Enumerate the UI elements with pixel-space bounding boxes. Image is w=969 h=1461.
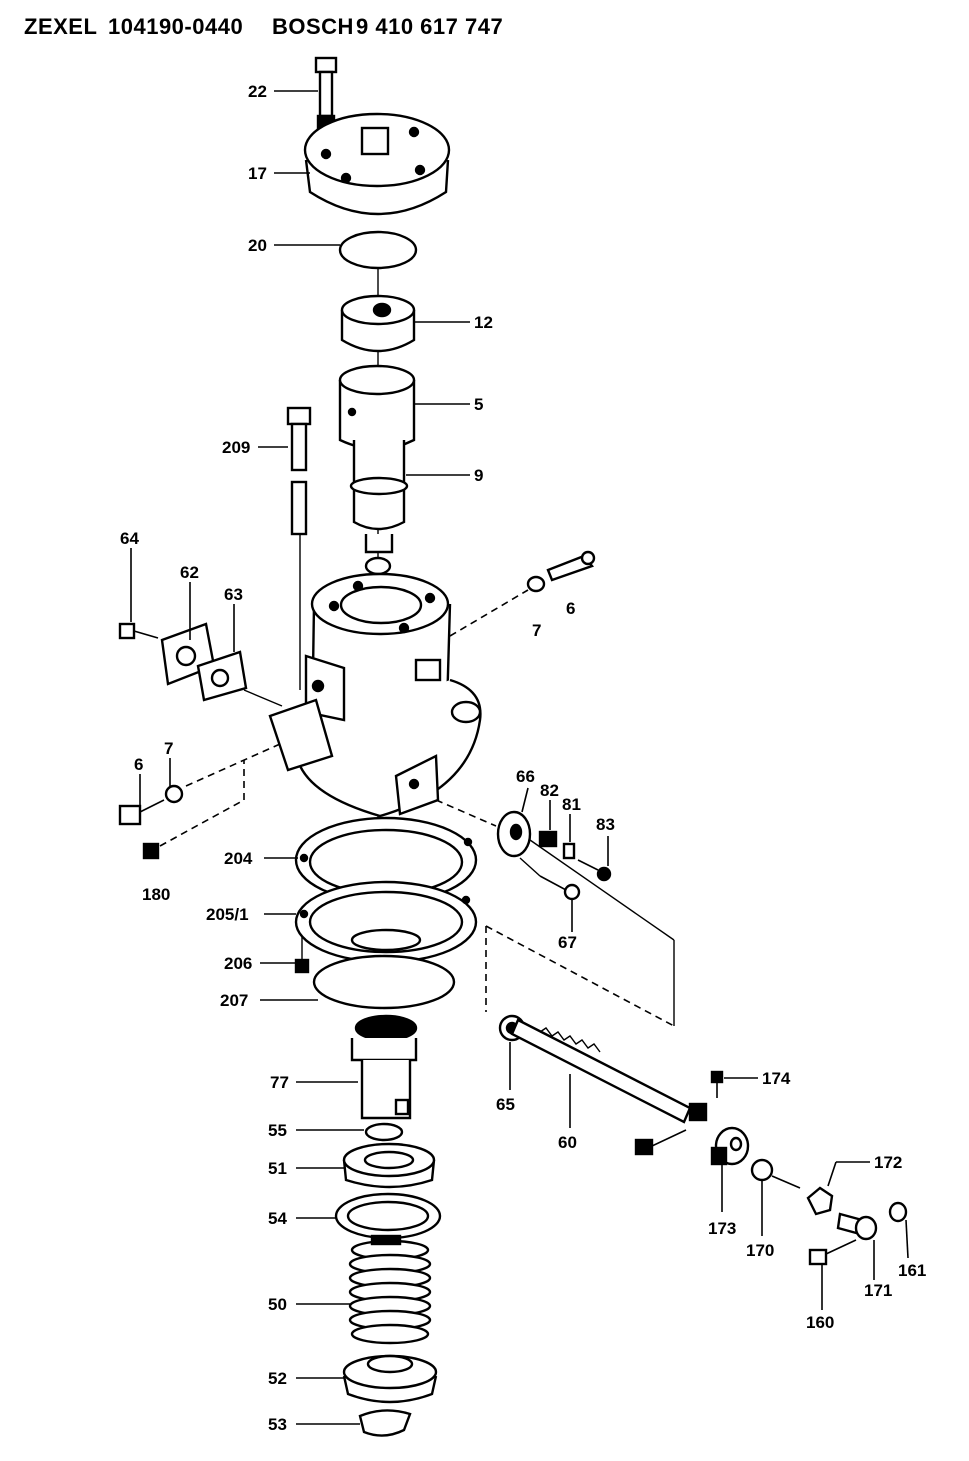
callout-53: 53 bbox=[268, 1415, 287, 1434]
callout-161: 161 bbox=[898, 1261, 926, 1280]
callout-174: 174 bbox=[762, 1069, 791, 1088]
part-171-link bbox=[836, 1212, 878, 1241]
callout-65: 65 bbox=[496, 1095, 515, 1114]
part-67-bolt bbox=[539, 875, 581, 901]
callout-64: 64 bbox=[120, 529, 139, 548]
callout-7-left: 7 bbox=[164, 739, 173, 758]
callout-20: 20 bbox=[248, 236, 267, 255]
callout-83: 83 bbox=[596, 815, 615, 834]
part-17-cover bbox=[303, 112, 451, 216]
callout-206: 206 bbox=[224, 954, 252, 973]
callout-9: 9 bbox=[474, 466, 483, 485]
callout-51: 51 bbox=[268, 1159, 287, 1178]
callout-180: 180 bbox=[142, 885, 170, 904]
bosch-part-number: 9 410 617 747 bbox=[356, 14, 504, 39]
part-22-bolt bbox=[314, 56, 338, 130]
part-bolt-rack bbox=[634, 1129, 687, 1156]
callout-60: 60 bbox=[558, 1133, 577, 1152]
callout-170: 170 bbox=[746, 1241, 774, 1260]
callout-77: 77 bbox=[270, 1073, 289, 1092]
part-207-o-ring bbox=[312, 954, 456, 1010]
callout-17: 17 bbox=[248, 164, 267, 183]
callout-172: 172 bbox=[874, 1153, 902, 1172]
part-9-plunger bbox=[349, 440, 409, 576]
part-51-spring-seat bbox=[342, 1142, 436, 1189]
callout-81: 81 bbox=[562, 795, 581, 814]
zexel-part-number: 104190-0440 bbox=[108, 14, 244, 39]
part-77-tappet bbox=[350, 1014, 418, 1120]
part-82-pin bbox=[538, 830, 558, 848]
part-66-gear bbox=[496, 810, 532, 858]
leader-lines bbox=[130, 90, 909, 1425]
callout-173: 173 bbox=[708, 1219, 736, 1238]
part-50-spring bbox=[348, 1234, 432, 1345]
callout-171: 171 bbox=[864, 1281, 892, 1300]
part-204-ring bbox=[294, 816, 478, 904]
callout-66: 66 bbox=[516, 767, 535, 786]
part-12-valve-holder bbox=[340, 294, 416, 353]
callout-62: 62 bbox=[180, 563, 199, 582]
part-81-clip bbox=[562, 842, 576, 860]
callout-67: 67 bbox=[558, 933, 577, 952]
part-206-screw bbox=[294, 936, 310, 974]
callout-160: 160 bbox=[806, 1313, 834, 1332]
part-209-stud bbox=[286, 406, 312, 690]
callout-6-top: 6 bbox=[566, 599, 575, 618]
part-60-control-rack bbox=[510, 1018, 708, 1124]
part-5-barrel bbox=[338, 364, 416, 451]
part-6-screw-top bbox=[546, 550, 596, 582]
part-64-screw bbox=[118, 622, 159, 640]
callout-209: 209 bbox=[222, 438, 250, 457]
callout-55: 55 bbox=[268, 1121, 287, 1140]
callout-12: 12 bbox=[474, 313, 493, 332]
part-7-washer-top bbox=[526, 575, 546, 593]
part-54-shim bbox=[334, 1192, 442, 1240]
callout-50: 50 bbox=[268, 1295, 287, 1314]
part-83-nut bbox=[596, 866, 612, 882]
part-160-screw bbox=[808, 1239, 857, 1266]
callout-labels: 22 17 20 12 5 9 209 64 62 63 7 6 6 7 180… bbox=[120, 82, 926, 1434]
part-205-1-shim bbox=[294, 880, 478, 964]
part-52-lower-seat bbox=[342, 1354, 438, 1404]
part-170-rod-end bbox=[750, 1158, 801, 1189]
part-180-plug bbox=[142, 842, 160, 860]
callout-205-1: 205/1 bbox=[206, 905, 249, 924]
callout-207: 207 bbox=[220, 991, 248, 1010]
callout-52: 52 bbox=[268, 1369, 287, 1388]
drawing-header: ZEXEL 104190-0440 BOSCH 9 410 617 747 bbox=[0, 14, 969, 48]
part-20-o-ring bbox=[338, 230, 418, 270]
callout-82: 82 bbox=[540, 781, 559, 800]
brand-bosch: BOSCH bbox=[272, 14, 354, 39]
brand-zexel: ZEXEL bbox=[24, 14, 98, 39]
callout-6-left: 6 bbox=[134, 755, 143, 774]
callout-54: 54 bbox=[268, 1209, 287, 1228]
part-55-washer bbox=[364, 1122, 404, 1142]
callout-63: 63 bbox=[224, 585, 243, 604]
pump-housing bbox=[268, 572, 482, 818]
callout-5: 5 bbox=[474, 395, 483, 414]
part-63-gasket bbox=[196, 650, 248, 702]
part-7-washer-left bbox=[164, 784, 184, 804]
callout-204: 204 bbox=[224, 849, 253, 868]
callout-7-top: 7 bbox=[532, 621, 541, 640]
part-172-nut bbox=[806, 1186, 834, 1216]
part-53-clip bbox=[358, 1409, 412, 1437]
part-173-lever bbox=[710, 1126, 750, 1166]
part-6-screw-left bbox=[118, 799, 165, 826]
callout-22: 22 bbox=[248, 82, 267, 101]
part-161-washer bbox=[888, 1201, 908, 1223]
part-174-pin bbox=[710, 1070, 724, 1098]
